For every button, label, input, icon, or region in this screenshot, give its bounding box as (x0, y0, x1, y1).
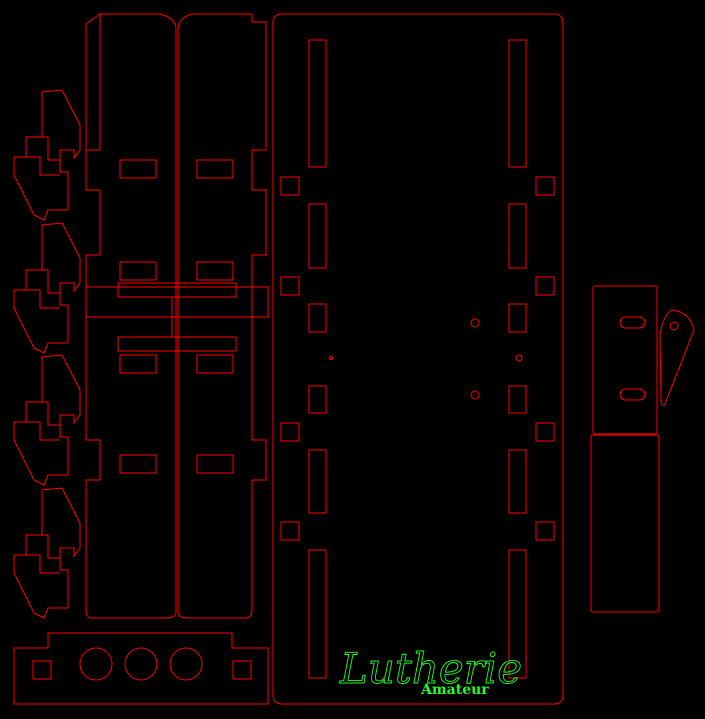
jig-piece-4 (13, 487, 81, 619)
lutherie-logo: Lutherie Amateur (339, 644, 523, 698)
small-jig-pieces (13, 89, 81, 619)
jig-piece-3 (13, 354, 81, 486)
right-plate-top (592, 285, 658, 435)
bottom-bar-piece (13, 632, 269, 705)
right-lever-piece (659, 309, 695, 406)
logo-sub-text: Amateur (420, 682, 489, 698)
jig-piece-1 (13, 89, 81, 221)
main-panel (272, 13, 564, 705)
right-plate-bottom (590, 434, 660, 613)
mould-left-half (85, 13, 177, 619)
logo-script-text: Lutherie (339, 644, 522, 693)
mould-right-half (177, 13, 267, 619)
cross-braces (85, 282, 269, 352)
jig-piece-2 (13, 222, 81, 354)
